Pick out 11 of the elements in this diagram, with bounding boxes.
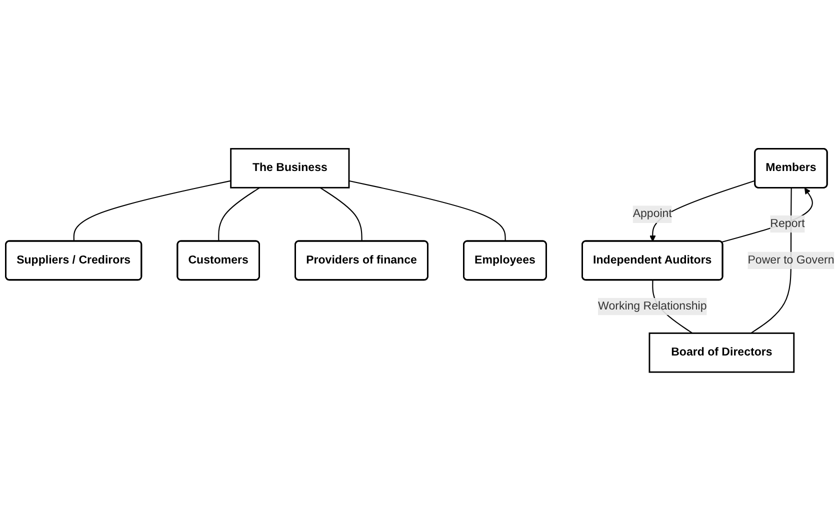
node-box: The Business (230, 148, 350, 188)
edge-label: Report (770, 217, 805, 230)
connector (218, 186, 260, 241)
connector (73, 180, 231, 241)
edge-label: Appoint (632, 207, 672, 220)
connector (320, 186, 362, 241)
connector (348, 180, 506, 241)
node-box: Board of Directors (648, 332, 795, 372)
edge-label: Working Relationship (598, 300, 707, 312)
edge-label: Power to Govern (748, 254, 834, 266)
arrow (721, 187, 813, 242)
